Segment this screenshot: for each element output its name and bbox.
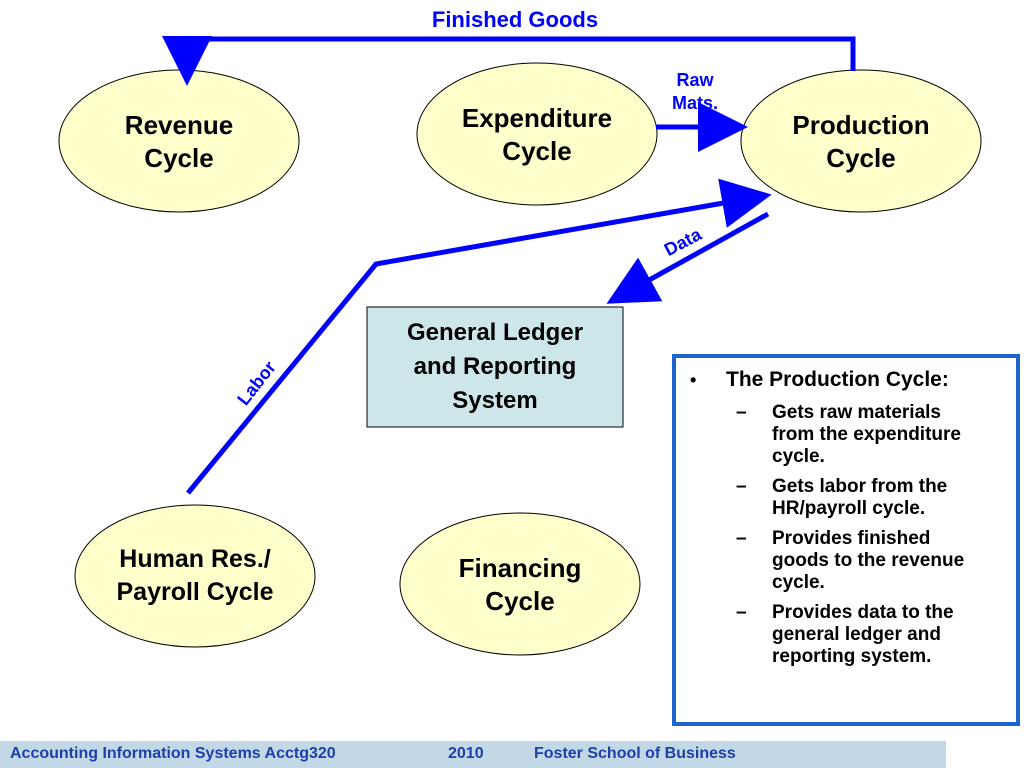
list-item-text: Gets raw materials from the expenditure … xyxy=(772,402,961,467)
revenue-cycle-label: Revenue Cycle xyxy=(124,110,234,173)
raw-mats-label: Raw Mats. xyxy=(671,70,718,113)
list-dash: – xyxy=(736,402,747,423)
financing-cycle-label: Financing Cycle xyxy=(458,553,582,616)
finished-goods-arrow xyxy=(162,36,856,86)
list-item: – Gets labor from the HR/payroll cycle. xyxy=(736,476,986,520)
finished-goods-label: Finished Goods xyxy=(431,7,599,32)
list-item: – Provides finished goods to the revenue… xyxy=(736,528,986,594)
list-dash: – xyxy=(736,476,747,497)
hr-payroll-cycle-ellipse xyxy=(74,504,316,648)
info-heading: The Production Cycle: xyxy=(726,368,949,391)
expenditure-cycle-label: Expenditure Cycle xyxy=(461,103,613,166)
data-arrow xyxy=(606,211,770,304)
footer-course: Accounting Information Systems Acctg320 xyxy=(10,745,336,762)
labor-arrow xyxy=(186,178,772,495)
list-dash: – xyxy=(736,602,747,623)
info-list: – Gets raw materials from the expenditur… xyxy=(736,402,986,676)
production-cycle-label: Production Cycle xyxy=(792,110,930,173)
footer-bar: Accounting Information Systems Acctg320 … xyxy=(0,741,946,768)
footer-year: 2010 xyxy=(448,745,484,762)
list-item-text: Provides finished goods to the revenue c… xyxy=(772,528,965,593)
list-dash: – xyxy=(736,528,747,549)
general-ledger-box xyxy=(366,306,624,428)
production-cycle-info-box: • The Production Cycle: – Gets raw mater… xyxy=(672,354,1020,726)
hr-payroll-cycle-label: Human Res./ Payroll Cycle xyxy=(116,545,274,606)
expenditure-cycle-ellipse xyxy=(416,62,658,206)
list-item-text: Provides data to the general ledger and … xyxy=(772,602,954,667)
list-item: – Gets raw materials from the expenditur… xyxy=(736,402,986,468)
list-item-text: Gets labor from the HR/payroll cycle. xyxy=(772,476,948,519)
financing-cycle-ellipse xyxy=(399,512,641,656)
general-ledger-label: General Ledger and Reporting System xyxy=(406,319,584,414)
footer-school: Foster School of Business xyxy=(534,745,736,762)
info-bullet: • xyxy=(690,370,697,390)
list-item: – Provides data to the general ledger an… xyxy=(736,602,986,668)
